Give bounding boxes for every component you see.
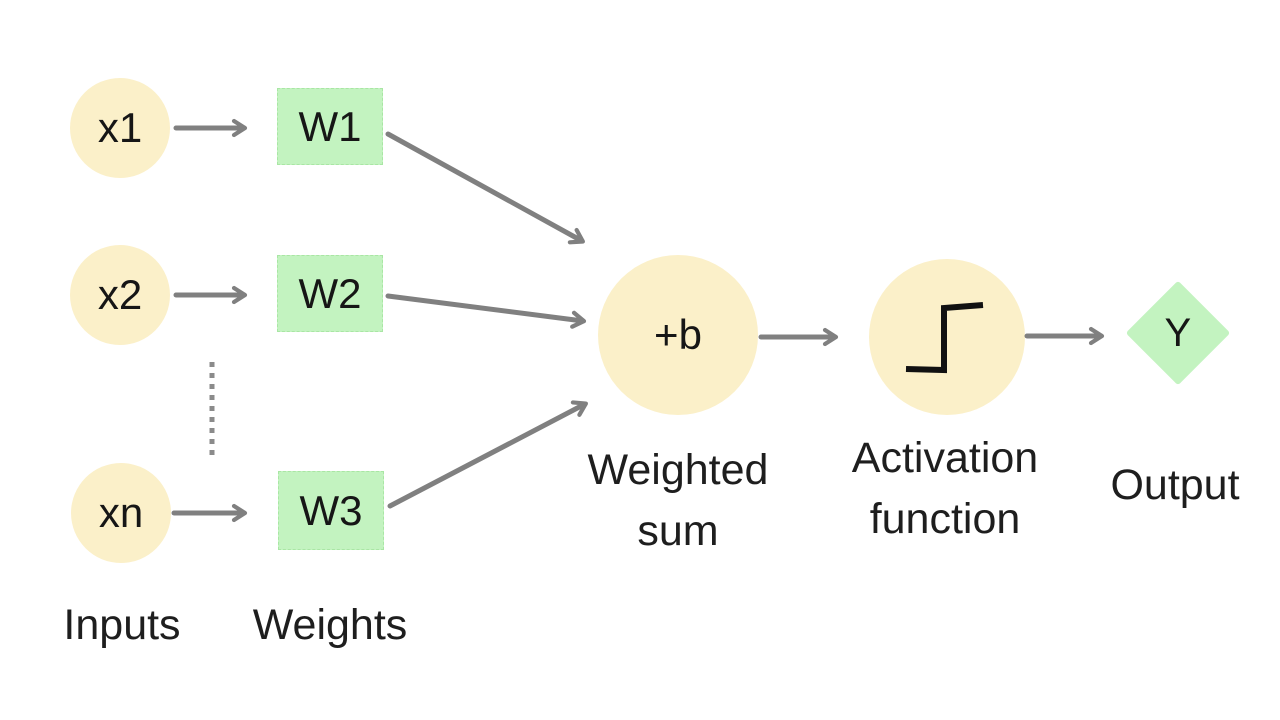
weighted-sum-node-label: +b xyxy=(654,311,702,358)
weighted-sum-node: +b xyxy=(598,255,758,415)
caption-output: Output xyxy=(1110,461,1240,509)
weight-box-w3-label: W3 xyxy=(299,486,363,534)
weight-box-w1: W1 xyxy=(277,88,383,165)
activation-node xyxy=(869,259,1025,415)
caption-inputs: Inputs xyxy=(63,601,181,649)
caption-weights: Weights xyxy=(252,601,408,649)
input-node-xn: xn xyxy=(71,463,171,563)
arrow-w3-to-sum xyxy=(387,400,588,509)
weight-box-w3: W3 xyxy=(278,471,384,550)
caption-activation-function: Activation function xyxy=(851,434,1039,544)
output-node: Y xyxy=(1125,280,1231,386)
input-node-xn-label: xn xyxy=(98,489,144,536)
weight-box-w2-label: W2 xyxy=(298,269,362,317)
arrow-w1-to-sum xyxy=(385,131,585,245)
input-node-x1-label: x1 xyxy=(97,104,143,151)
weight-box-w2: W2 xyxy=(277,255,383,332)
arrow-w2-to-sum xyxy=(385,293,587,329)
input-node-x1: x1 xyxy=(70,78,170,178)
caption-weighted-sum: Weighted sum xyxy=(587,446,769,556)
output-node-label: Y xyxy=(1164,310,1192,355)
input-node-x2: x2 xyxy=(70,245,170,345)
input-node-x2-label: x2 xyxy=(97,271,143,318)
weight-box-w1-label: W1 xyxy=(298,102,362,150)
